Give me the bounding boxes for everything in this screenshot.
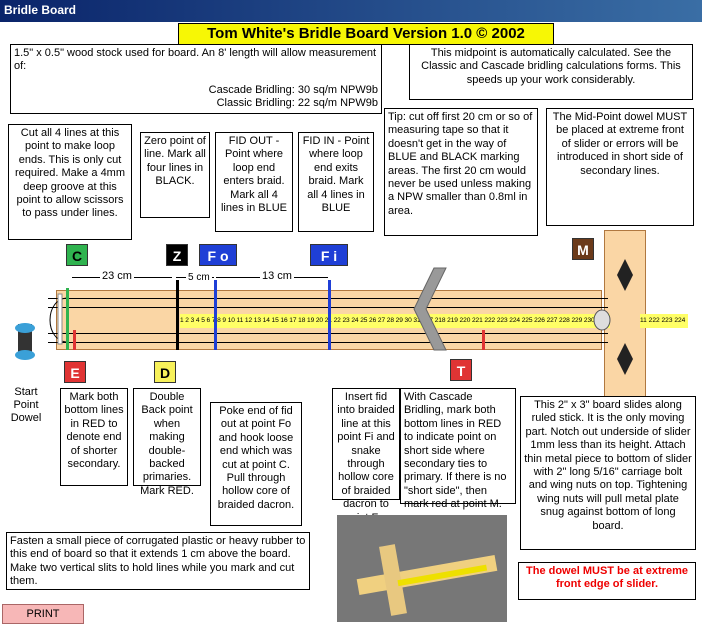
cut-lines-note: Cut all 4 lines at this point to make lo… bbox=[8, 124, 132, 240]
slider-board bbox=[604, 230, 646, 398]
marker-m: M bbox=[572, 238, 594, 260]
fid-in-note: FID IN - Point where loop end exits brai… bbox=[298, 132, 374, 232]
page-title: Tom White's Bridle Board Version 1.0 © 2… bbox=[178, 23, 554, 45]
print-button[interactable]: PRINT bbox=[2, 604, 84, 624]
marker-z: Z bbox=[166, 244, 188, 266]
start-dowel-icon bbox=[15, 323, 35, 360]
window-titlebar: Bridle Board bbox=[0, 0, 702, 22]
slider-board-note: This 2" x 3" board slides along ruled st… bbox=[520, 396, 696, 550]
start-point-label: Start Point Dowel bbox=[10, 386, 42, 424]
line-loop-icon bbox=[49, 293, 69, 345]
wood-stock-note: 1.5" x 0.5" wood stock used for board. A… bbox=[10, 44, 382, 114]
wing-nut-icon bbox=[617, 259, 633, 375]
window-title: Bridle Board bbox=[4, 3, 77, 17]
marker-fi: F i bbox=[310, 244, 348, 266]
marker-e: E bbox=[64, 361, 86, 383]
mark-e-red bbox=[73, 330, 76, 350]
midpoint-note: This midpoint is automatically calculate… bbox=[409, 44, 693, 100]
dimension-z-fo: 5 cm bbox=[186, 272, 212, 283]
bridle-board-photo bbox=[337, 515, 507, 622]
poke-fid-note: Poke end of fid out at point Fo and hook… bbox=[210, 402, 302, 526]
mark-t-red bbox=[482, 330, 485, 350]
dowel-warning: The dowel MUST be at extreme front edge … bbox=[518, 562, 696, 600]
cascade-mark-note: With Cascade Bridling, mark both bottom … bbox=[400, 388, 516, 510]
photo-image bbox=[337, 515, 507, 622]
marker-d: D bbox=[154, 361, 176, 383]
classic-capacity: Classic Bridling: 22 sq/m NPW9b bbox=[216, 97, 378, 110]
zero-point-note: Zero point of line. Mark all four lines … bbox=[140, 132, 210, 218]
cascade-capacity: Cascade Bridling: 30 sq/m NPW9b bbox=[208, 83, 378, 96]
mark-fo-blue bbox=[214, 280, 217, 350]
marker-t: T bbox=[450, 359, 472, 381]
fasten-note: Fasten a small piece of corrugated plast… bbox=[6, 532, 310, 590]
tip-note: Tip: cut off first 20 cm or so of measur… bbox=[384, 108, 538, 236]
mark-e-note: Mark both bottom lines in RED to denote … bbox=[60, 388, 128, 486]
marker-c: C bbox=[66, 244, 88, 266]
dimension-c-z: 23 cm bbox=[100, 270, 134, 282]
mark-z-black bbox=[176, 280, 179, 350]
wood-stock-text: 1.5" x 0.5" wood stock used for board. A… bbox=[14, 47, 377, 73]
fid-out-note: FID OUT - Point where loop end enters br… bbox=[215, 132, 293, 232]
mark-fi-blue bbox=[328, 280, 331, 350]
dowel-warning-text: The dowel MUST be at extreme front edge … bbox=[526, 565, 688, 591]
measuring-tape: 1 2 3 4 5 6 7 8 9 10 11 12 13 14 15 16 1… bbox=[180, 314, 610, 328]
midpoint-dowel-icon bbox=[593, 309, 611, 331]
mark-c-green bbox=[66, 288, 69, 350]
measuring-tape-tail: 11 222 223 224 bbox=[640, 314, 688, 328]
midpoint-dowel-note: The Mid-Point dowel MUST be placed at ex… bbox=[546, 108, 694, 226]
double-back-note: Double Back point when making double-bac… bbox=[133, 388, 201, 497]
marker-fo: F o bbox=[199, 244, 237, 266]
chevron-break-icon bbox=[413, 267, 447, 351]
dimension-fo-fi: 13 cm bbox=[260, 270, 294, 282]
insert-fid-note: Insert fid into braided line at this poi… bbox=[332, 388, 400, 524]
